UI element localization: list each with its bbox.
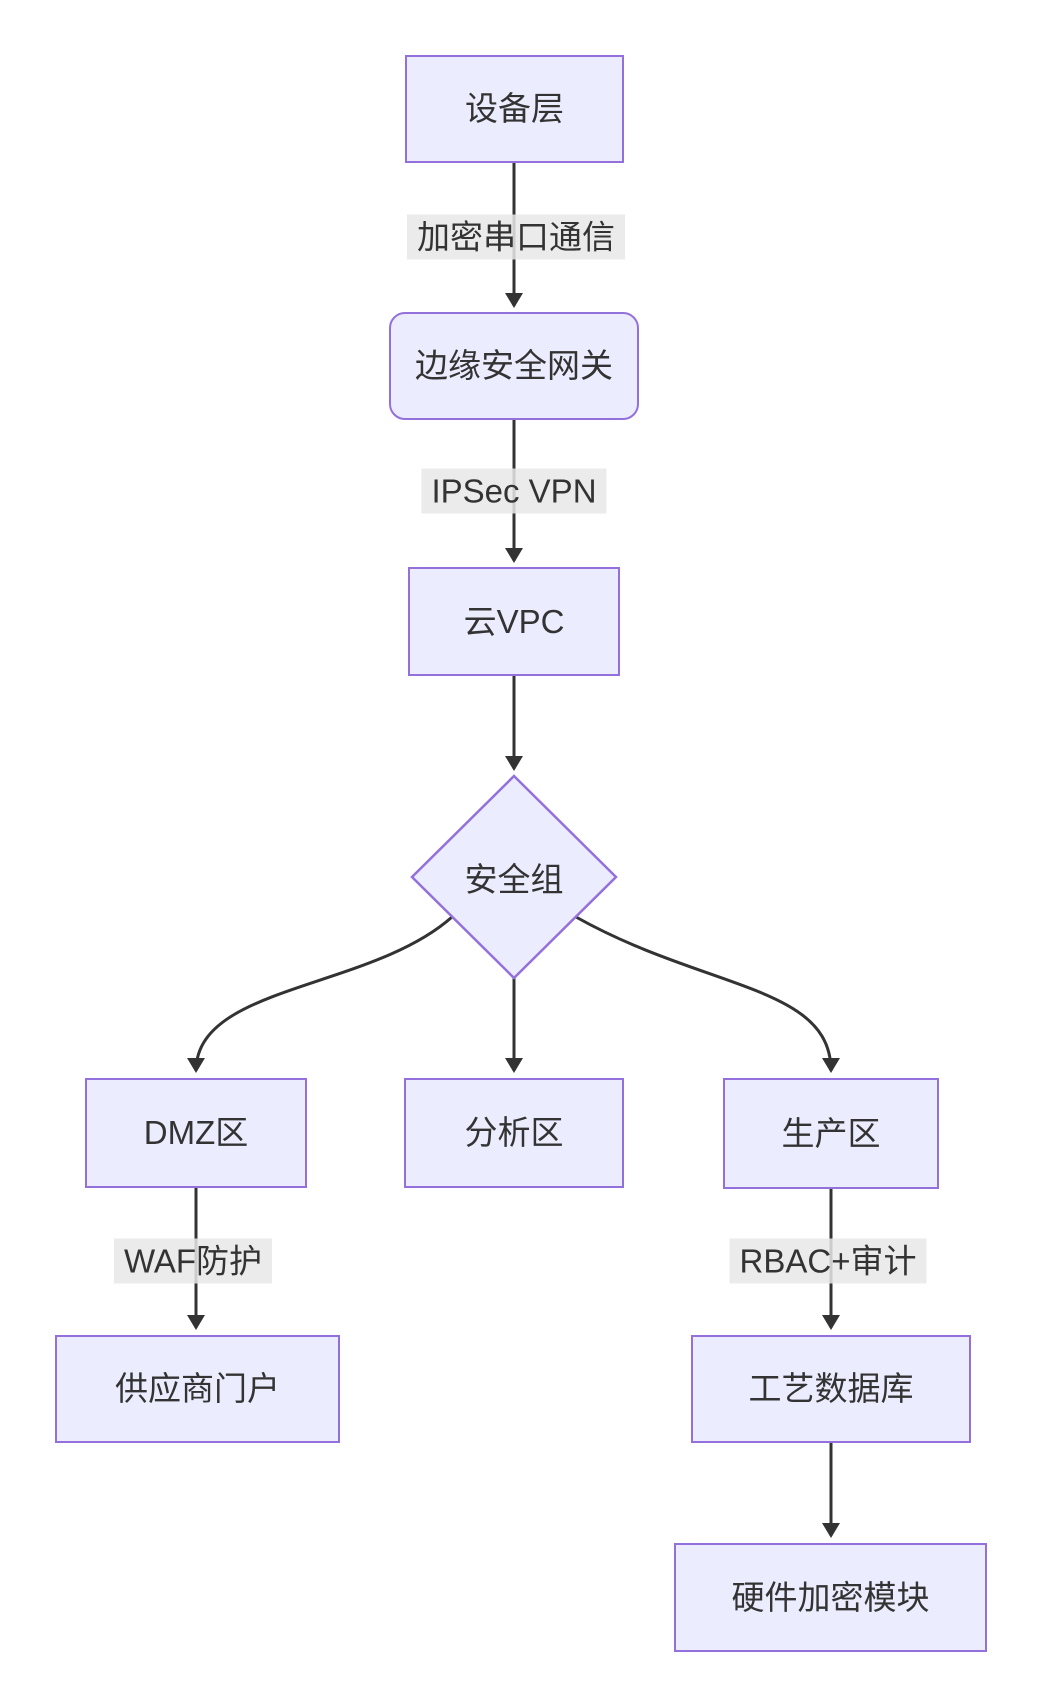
node-edge-gateway-label: 边缘安全网关 [415,347,613,385]
edge-security-group-to-production [575,915,840,1073]
edge-label-ipsec-vpn: IPSec VPN [421,468,607,514]
node-analysis-zone: 分析区 [404,1078,624,1188]
node-process-database-label: 工艺数据库 [748,1370,914,1408]
node-dmz-zone-label: DMZ区 [143,1114,249,1152]
node-supplier-portal-label: 供应商门户 [115,1370,280,1408]
node-production-zone-label: 生产区 [781,1114,881,1152]
node-cloud-vpc: 云VPC [408,567,620,676]
node-supplier-portal: 供应商门户 [55,1335,340,1443]
node-device-layer: 设备层 [405,55,624,163]
node-analysis-zone-label: 分析区 [464,1114,564,1152]
node-hardware-encryption-module-label: 硬件加密模块 [731,1578,930,1616]
node-edge-gateway: 边缘安全网关 [389,312,639,420]
edge-security-group-to-dmz [187,915,453,1073]
node-security-group-shape [410,774,618,980]
node-hardware-encryption-module: 硬件加密模块 [674,1543,987,1652]
node-process-database: 工艺数据库 [691,1335,971,1443]
node-dmz-zone: DMZ区 [85,1078,307,1188]
edge-label-encrypted-serial: 加密串口通信 [407,214,625,260]
node-security-group-label: 安全组 [464,861,564,898]
node-cloud-vpc-label: 云VPC [463,602,565,640]
node-production-zone: 生产区 [723,1078,939,1189]
edge-label-rbac-audit: RBAC+审计 [729,1238,927,1284]
edge-label-waf-protection: WAF防护 [113,1238,273,1284]
node-device-layer-label: 设备层 [465,90,564,128]
